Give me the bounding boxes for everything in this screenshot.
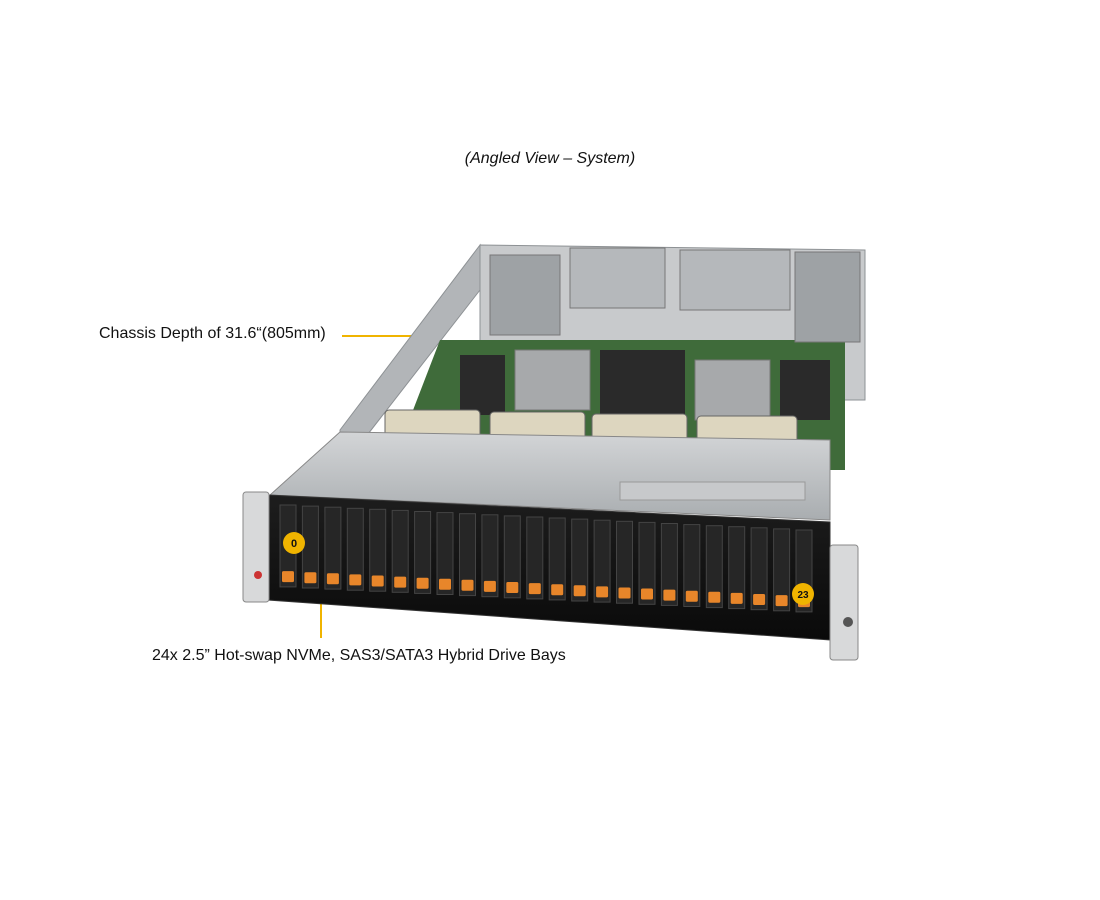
- rack-ear-left: [242, 491, 270, 603]
- drive-bay-latch: [371, 575, 384, 587]
- drive-bay-latch: [663, 589, 676, 601]
- drive-bay-latch: [506, 582, 519, 593]
- drive-bay-latch: [708, 591, 721, 603]
- drive-bay: [324, 506, 342, 590]
- dimm-bank-center: [600, 350, 685, 415]
- drive-bay-latch: [573, 585, 586, 597]
- drive-bay: [481, 514, 499, 598]
- power-button-icon: [254, 571, 262, 579]
- rack-ear-right: [829, 544, 859, 661]
- drive-bay-latch: [753, 594, 766, 605]
- drive-bay-latch: [775, 595, 788, 607]
- riser-cage-right: [679, 249, 791, 311]
- image-caption: (Angled View – System): [464, 150, 636, 167]
- drive-badge-last: 23: [792, 583, 814, 605]
- drive-bay-group: [279, 504, 813, 613]
- drive-bay: [660, 523, 678, 606]
- dimm-bank-left: [460, 355, 505, 415]
- drive-badge-first: 0: [283, 532, 305, 554]
- dimm-bank-right: [780, 360, 830, 420]
- drive-bay: [459, 513, 476, 597]
- cpu-heatsink-right: [694, 359, 771, 421]
- drive-bay: [548, 517, 566, 601]
- drive-bay-latch: [349, 574, 362, 586]
- drive-bay-latch: [551, 584, 564, 596]
- drive-bay-latch: [596, 586, 609, 598]
- drive-bay-latch: [394, 576, 407, 588]
- drive-bay: [414, 511, 432, 594]
- drive-bay-latch: [618, 587, 631, 599]
- riser-cage: [569, 247, 666, 309]
- drive-bay-latch: [483, 580, 496, 592]
- drive-bay: [638, 521, 656, 605]
- drive-bay-latch: [528, 583, 541, 595]
- drive-bay: [436, 512, 454, 595]
- rack-screw-icon: [843, 617, 853, 627]
- drive-bays-leader-line: [320, 594, 322, 638]
- drive-bay: [369, 508, 387, 592]
- cpu-heatsink-left: [514, 349, 591, 411]
- drive-bay-latch: [730, 592, 743, 604]
- drive-bay-latch: [304, 572, 317, 584]
- drive-bay: [391, 509, 409, 593]
- drive-bay: [705, 525, 723, 609]
- chassis-depth-label: Chassis Depth of 31.6“(805mm): [99, 325, 326, 342]
- drive-bay: [728, 526, 746, 610]
- drive-bay: [593, 519, 611, 603]
- drive-bay-latch: [685, 590, 698, 602]
- drive-bay: [616, 520, 633, 604]
- drive-bay-latch: [439, 578, 451, 590]
- drive-bay-latch: [461, 579, 474, 591]
- drive-badge-first-label: 0: [291, 538, 297, 550]
- drive-bay: [683, 524, 701, 607]
- psu-bay-right: [794, 251, 861, 343]
- drive-bay: [750, 527, 768, 611]
- psu-bay-left: [489, 254, 561, 336]
- cover-label-panel: [619, 481, 806, 501]
- drive-bay-latch: [641, 588, 653, 600]
- drive-bay: [503, 515, 521, 599]
- drive-bay: [773, 528, 791, 612]
- drive-badge-last-label: 23: [797, 590, 809, 601]
- drive-bays-label: 24x 2.5” Hot-swap NVMe, SAS3/SATA3 Hybri…: [152, 647, 566, 664]
- drive-bay: [526, 516, 544, 600]
- chassis-depth-leader-line: [342, 335, 424, 337]
- drive-bay: [571, 518, 589, 602]
- drive-bay-latch: [416, 577, 429, 589]
- drive-bay: [346, 507, 364, 591]
- drive-bay-latch: [326, 573, 339, 585]
- drive-bay-latch: [282, 571, 294, 583]
